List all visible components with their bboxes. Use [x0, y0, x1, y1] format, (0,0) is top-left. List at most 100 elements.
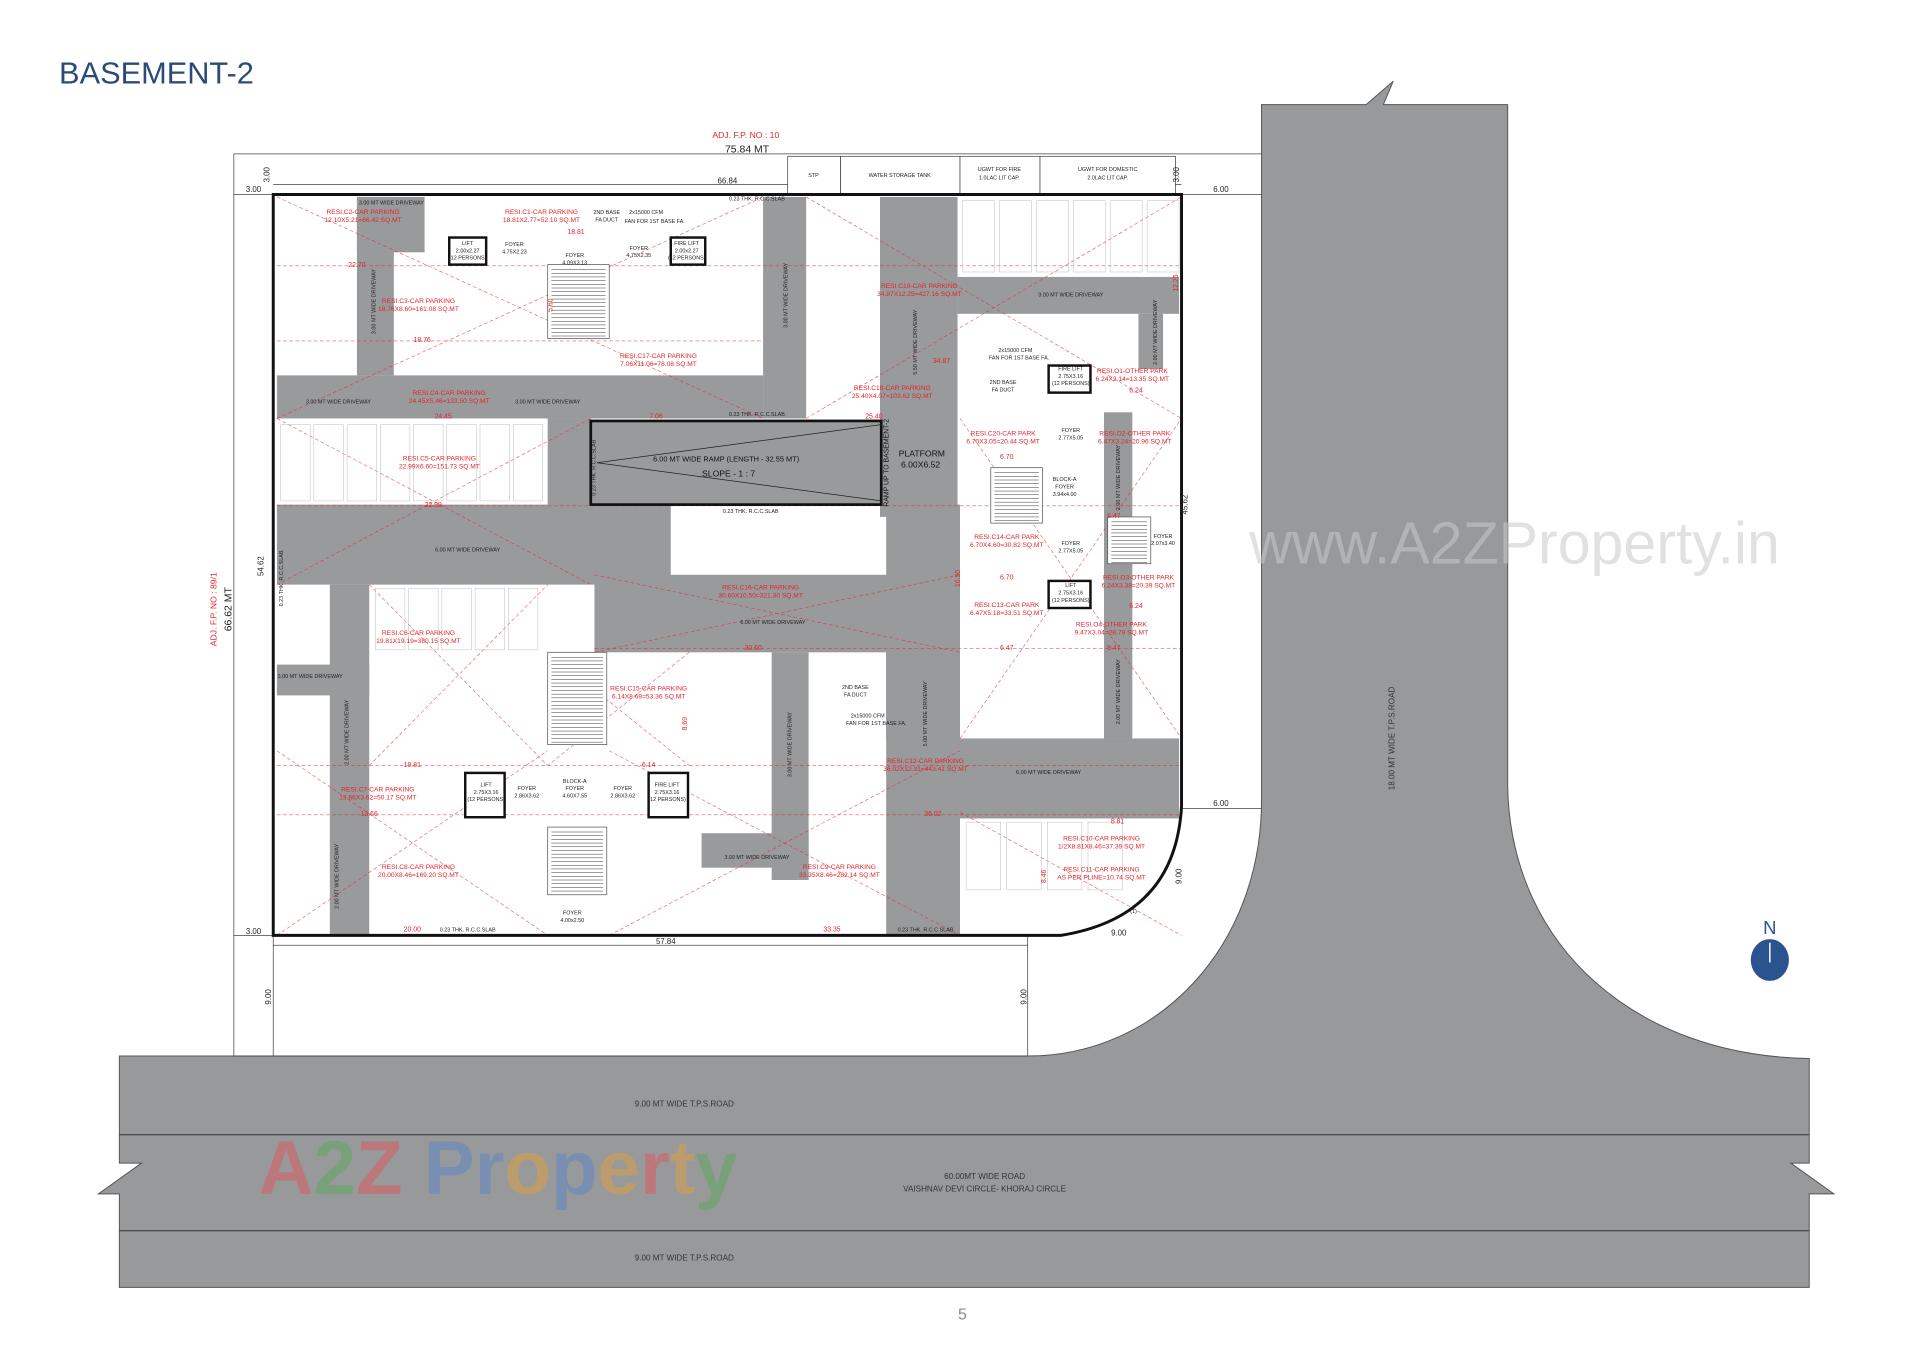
plot-outline: [233, 153, 1262, 1057]
dimension-label: 34.87: [933, 358, 950, 365]
lift-shaft: [1047, 579, 1092, 610]
room-label: FIRE LIFT: [674, 241, 700, 247]
driveway-label: 5.00 MT WIDE DRIVEWAY: [923, 681, 929, 746]
driveway-label: 2.00 MT WIDE DRIVEWAY: [1116, 445, 1122, 510]
utility-ugwt-domestic-cap: 2.0LAC LIT CAP.: [1087, 176, 1128, 182]
room-label: 0.23 THK. R.C.C.SLAB: [723, 509, 779, 515]
driveway-label: 6.00 MT WIDE DRIVEWAY: [435, 547, 500, 553]
room-label: FOYER: [1154, 534, 1173, 540]
parking-area: 6.24X2.14=13.35 SQ.MT: [1096, 376, 1169, 383]
ramp: [589, 419, 883, 506]
driveway: [1138, 313, 1164, 370]
parking-name: RESI.C3-CAR PARKING: [382, 298, 455, 305]
dimension-label: 12.25: [1173, 274, 1180, 291]
parking-name: RESI.C16-CAR PARKING: [722, 585, 799, 592]
parking-name: RESI.C19-CAR PARKING: [881, 283, 958, 290]
lift-shaft: [464, 771, 506, 819]
dimension-label: 30.60: [745, 645, 762, 652]
dimension-label: 8.69: [682, 717, 689, 731]
adj-plot-top: ADJ. F.P. NO : 10: [712, 130, 779, 140]
room-label: (12 PERSONS): [449, 256, 487, 262]
room-label: FOYER: [1055, 485, 1074, 491]
building-boundary: [271, 192, 1184, 937]
platform-size: 6.00X6.52: [901, 460, 940, 470]
dimension-label: 24.45: [434, 413, 451, 420]
driveway-label: 2.00 MT WIDE DRIVEWAY: [1116, 659, 1122, 724]
room-label: BLOCK-A: [1053, 477, 1077, 483]
dimension-label: 20.00: [404, 927, 421, 934]
driveway-label: 2.00 MT WIDE DRIVEWAY: [344, 699, 350, 764]
room-label: 2.00x2.27: [456, 248, 480, 254]
driveway-label: 3.00 MT WIDE DRIVEWAY: [724, 855, 789, 861]
parking-name: RESI.O1-OTHER PARK: [1097, 368, 1169, 375]
room-label: FOYER: [565, 253, 584, 259]
dimension-label: 9.47: [1107, 645, 1121, 652]
driveway: [886, 652, 960, 936]
hatch-line: [276, 418, 591, 585]
utility-water-tank: WATER STORAGE TANK: [869, 173, 932, 179]
parking-bays: [280, 200, 1180, 891]
hatch-line: [276, 196, 764, 419]
room-label: (12 PERSONS): [1052, 381, 1090, 387]
parking-bay: [1109, 200, 1143, 273]
driveway-label: 3.00 MT WIDE DRIVEWAY: [515, 400, 580, 406]
utility-stp: STP: [808, 173, 819, 179]
dimension-label: 19.81: [404, 762, 421, 769]
driveway: [701, 833, 809, 868]
hatch-line: [369, 584, 548, 766]
dimension-label: 6.47: [1107, 513, 1121, 520]
parking-name: RESI.C20-CAR PARK: [971, 431, 1037, 438]
parking-area: 6.14X8.69=53.36 SQ.MT: [612, 693, 685, 700]
parking-area: 1/2X8.81X8.46=37.39 SQ.MT: [1058, 844, 1145, 851]
hatch-line: [547, 652, 690, 766]
room-label: FOYER: [563, 910, 582, 916]
driveways: [276, 196, 1180, 936]
parking-bay: [380, 424, 411, 502]
dimension-label: 36.02: [924, 811, 941, 818]
parking-bay: [1047, 821, 1083, 891]
room-label: 3.94x4.00: [1053, 492, 1077, 498]
room-label: 0.23 THK. R.C.C.SLAB: [592, 439, 598, 495]
parking-bay: [508, 588, 539, 651]
parking-area: 7.06X11.06=78.08 SQ.MT: [620, 361, 697, 368]
road-area: [96, 80, 1836, 1288]
driveway: [276, 504, 671, 585]
parking-area: 9.47X3.04=28.79 SQ.MT: [1075, 629, 1148, 636]
parking-bay: [313, 424, 344, 502]
parking-area: 22.99X6.60=151.73 SQ.MT: [399, 463, 480, 470]
parking-bay: [965, 821, 1001, 891]
logo-letter: r: [640, 1126, 670, 1211]
parking-bay: [1146, 200, 1180, 273]
watermark-url: www.A2ZProperty.in: [1248, 511, 1780, 577]
parking-area: 36.02X12.31=443.41 SQ.MT: [883, 766, 968, 773]
dimension-label: 6.24: [1129, 388, 1143, 395]
parking-name: RESI.C17-CAR PARKING: [620, 353, 697, 360]
driveway-label: 3.00 MT WIDE DRIVEWAY: [278, 674, 343, 680]
driveway-label: 3.00 MT WIDE DRIVEWAY: [306, 400, 371, 406]
staircase: [547, 826, 608, 896]
parking-bay: [1006, 821, 1042, 891]
dimension-label: 5.60: [548, 298, 555, 312]
parking-area: 19.81X19.19=380.15 SQ.MT: [376, 638, 461, 645]
dimension-label: 54.62: [256, 556, 265, 576]
dimension-label: 13.66: [361, 811, 378, 818]
parking-bay: [441, 588, 472, 651]
hatch-line: [276, 750, 548, 936]
parking-name: RESI.C6-CAR PARKING: [382, 630, 455, 637]
parking-name: RESI.C9-CAR PARKING: [803, 864, 876, 871]
parking-name: RESI.C5-CAR PARKING: [403, 455, 476, 462]
room-label: FOYER: [565, 786, 584, 792]
logo-letter: t: [670, 1126, 695, 1211]
room-label: LIFT: [481, 782, 493, 788]
driveway: [763, 196, 807, 419]
hatch-line: [276, 418, 591, 585]
dimension-label: 9.00: [264, 989, 273, 1005]
parking-name: RESI.C14-CAR PARK: [974, 534, 1040, 541]
ramp-slope: SLOPE - 1 : 7: [702, 468, 755, 478]
parking-bay: [375, 588, 406, 651]
dimension-label: 3.00: [246, 185, 262, 194]
hatch-line: [594, 574, 961, 653]
driveway: [356, 196, 425, 253]
driveway: [1104, 412, 1133, 739]
